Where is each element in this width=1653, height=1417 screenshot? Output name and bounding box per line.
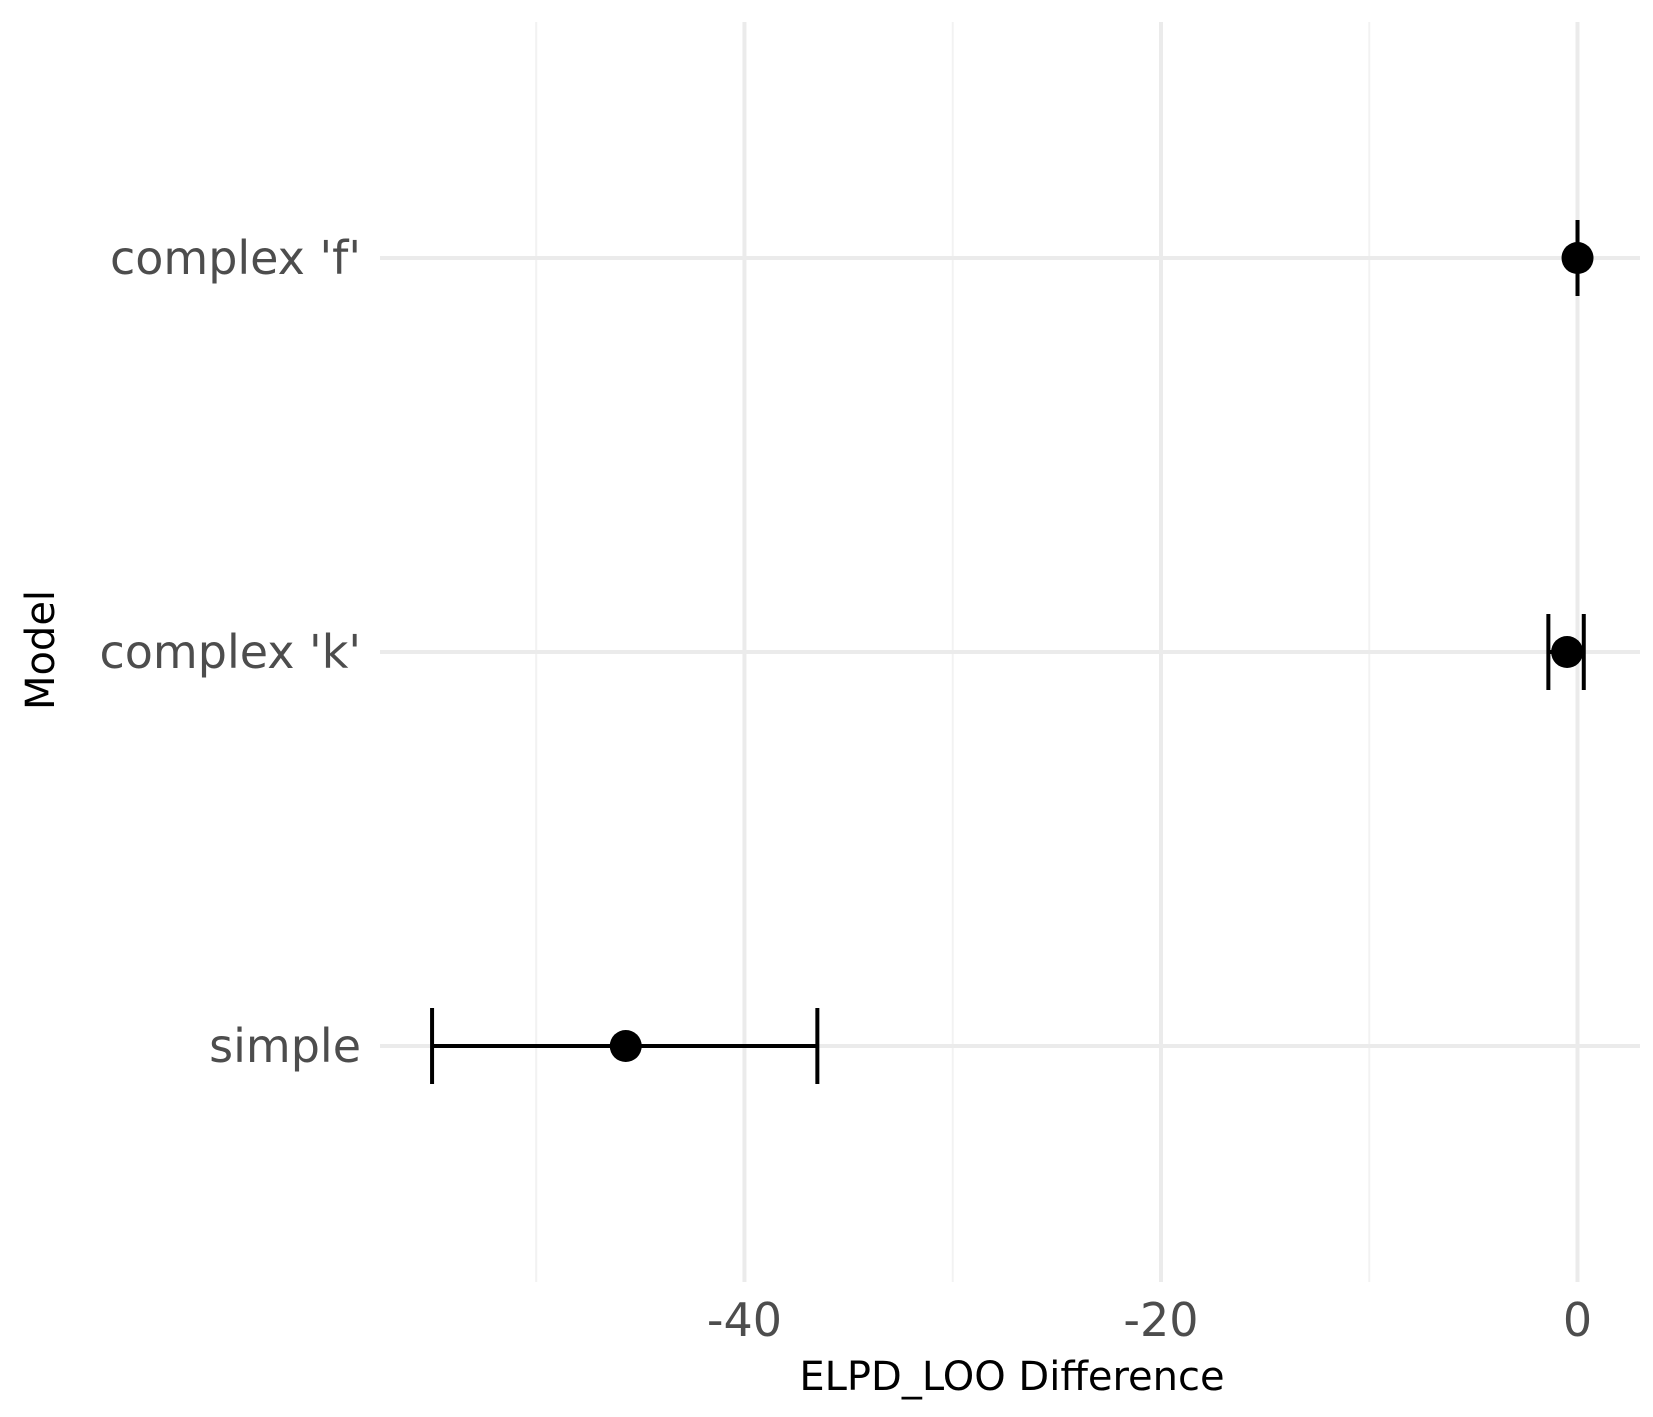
- data-point: [1551, 636, 1584, 668]
- x-axis-title: ELPD_LOO Difference: [799, 1354, 1224, 1400]
- y-tick-label: simple: [209, 1019, 361, 1073]
- x-tick-labels: -40 -20 0: [707, 1293, 1592, 1347]
- data-point: [1561, 242, 1594, 274]
- y-tick-label: complex 'f': [110, 231, 361, 285]
- data-point: [609, 1030, 642, 1062]
- y-axis-title: Model: [18, 590, 64, 710]
- y-tick-labels: complex 'f' complex 'k' simple: [100, 231, 362, 1073]
- x-tick-label: 0: [1563, 1293, 1592, 1347]
- y-tick-label: complex 'k': [100, 625, 362, 679]
- x-tick-label: -20: [1123, 1293, 1198, 1347]
- error-bars: [430, 220, 1594, 1084]
- x-tick-label: -40: [707, 1293, 782, 1347]
